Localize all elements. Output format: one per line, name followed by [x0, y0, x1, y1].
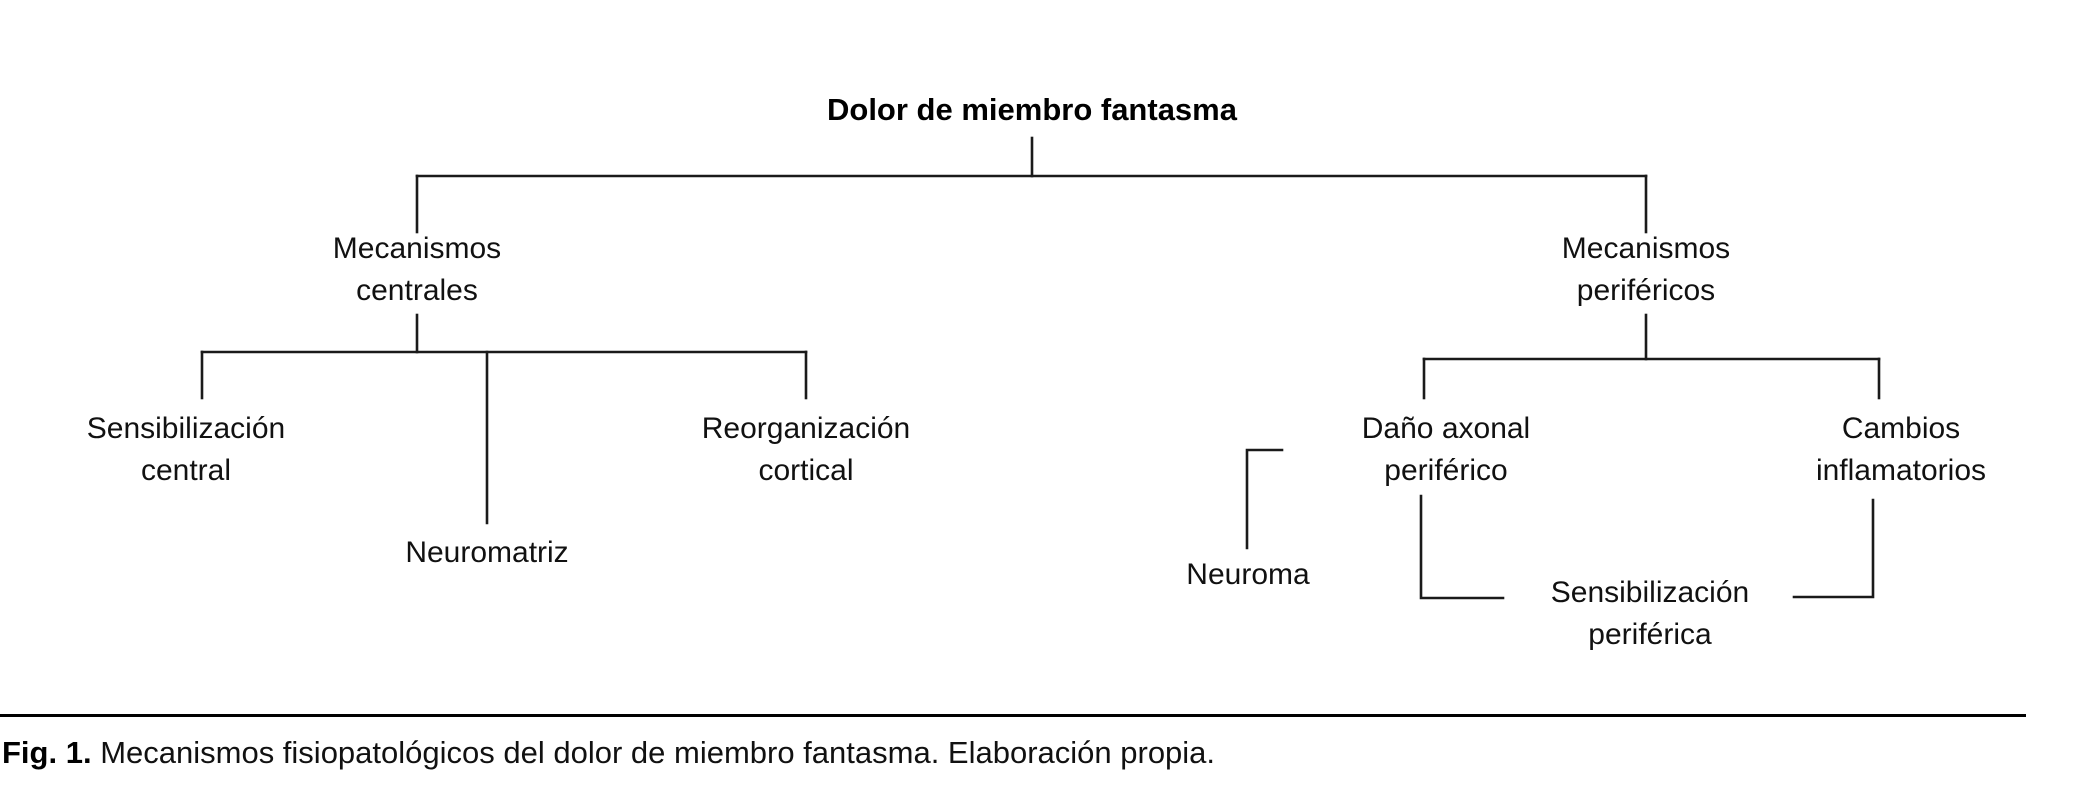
node-reorganizacion-cortical-line1: Reorganización — [702, 412, 910, 445]
figure-caption-label: Fig. 1. — [2, 735, 92, 770]
node-dolor-de-miembro-fantasma: Dolor de miembro fantasma — [827, 92, 1238, 127]
figure-caption: Fig. 1. Mecanismos fisiopatológicos del … — [2, 733, 2042, 773]
edge-dano-axonal-to-sensibilizacion-periferica — [1419, 494, 1505, 600]
node-dano-axonal-periferico-line1: Daño axonal — [1362, 412, 1530, 445]
edge-cambios-inflamatorios-to-sensibilizacion-periferica — [1792, 498, 1875, 599]
node-sensibilizacion-periferica-line1: Sensibilización — [1551, 576, 1749, 609]
node-neuromatriz-line1: Neuromatriz — [405, 536, 568, 569]
node-mecanismos-centrales-line1: Mecanismos — [333, 232, 501, 265]
caption-divider — [0, 714, 2026, 717]
figure-caption-text: Mecanismos fisiopatológicos del dolor de… — [91, 735, 1216, 770]
edge-dano-axonal-to-neuroma — [1245, 448, 1284, 550]
node-sensibilizacion-periferica-line2: periférica — [1588, 618, 1712, 651]
node-reorganizacion-cortical-line2: cortical — [758, 454, 853, 487]
node-sensibilizacion-central-line1: Sensibilización — [87, 412, 285, 445]
node-cambios-inflamatorios-line2: inflamatorios — [1816, 454, 1986, 487]
node-mecanismos-perifericos-line1: Mecanismos — [1562, 232, 1730, 265]
node-dano-axonal-periferico-line2: periférico — [1384, 454, 1507, 487]
node-mecanismos-perifericos-line2: periféricos — [1577, 274, 1715, 307]
node-sensibilizacion-central-line2: central — [141, 454, 231, 487]
flowchart-diagram: Dolor de miembro fantasma Mecanismos cen… — [87, 92, 1986, 651]
node-neuroma-line1: Neuroma — [1186, 558, 1310, 591]
node-cambios-inflamatorios-line1: Cambios — [1842, 412, 1960, 445]
node-mecanismos-centrales-line2: centrales — [356, 274, 478, 307]
